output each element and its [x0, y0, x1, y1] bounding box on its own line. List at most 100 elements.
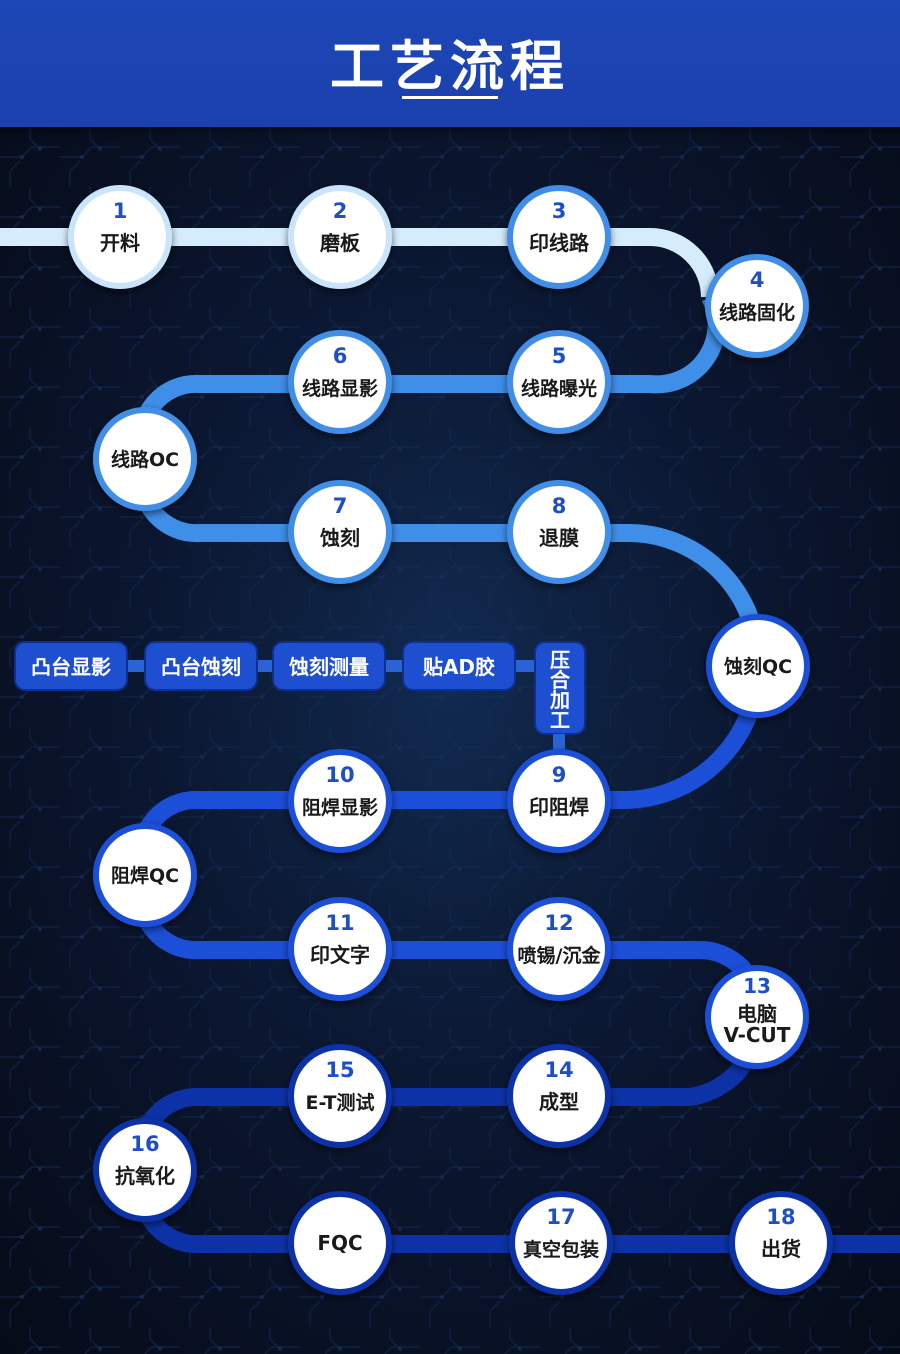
step-circle — [288, 749, 392, 853]
step-s9: 9 印阻焊 — [507, 749, 611, 853]
step-label: 真空包装 — [523, 1238, 599, 1261]
branch-pill-shape — [14, 641, 128, 691]
step-qc1: 线路OC — [93, 407, 197, 511]
branch-vertical-label: 压合加工 — [549, 648, 571, 732]
step-circle — [507, 185, 611, 289]
step-s2: 2 磨板 — [288, 185, 392, 289]
step-s13: 13 电脑V-CUT — [705, 965, 809, 1069]
step-circle — [288, 185, 392, 289]
step-qc2: 蚀刻QC — [706, 614, 810, 718]
step-number: 3 — [552, 199, 567, 223]
step-label: 线路曝光 — [521, 377, 597, 400]
side-branch: 凸台显影 凸台蚀刻 蚀刻测量 贴AD胶 压合加工 — [14, 641, 586, 758]
step-label: 开料 — [100, 231, 140, 255]
step-circle — [93, 823, 197, 927]
lane-row-1 — [0, 228, 719, 298]
step-s8: 8 退膜 — [507, 480, 611, 584]
step-circle — [507, 897, 611, 1001]
step-s6: 6 线路显影 — [288, 330, 392, 434]
branch-pill-label: 蚀刻测量 — [288, 655, 369, 679]
step-label: 磨板 — [320, 231, 361, 255]
step-circle — [288, 480, 392, 584]
step-number: 6 — [333, 344, 348, 368]
step-number: 11 — [325, 911, 354, 935]
branch-pill: 蚀刻测量 — [272, 641, 386, 691]
page-header: 工艺流程 — [0, 0, 900, 127]
step-label: E-T测试 — [305, 1092, 374, 1114]
step-s12: 12 喷锡/沉金 — [507, 897, 611, 1001]
step-label: 出货 — [761, 1237, 801, 1261]
step-s17: 17 真空包装 — [509, 1191, 613, 1295]
step-number: 14 — [544, 1058, 573, 1082]
step-circle — [93, 407, 197, 511]
step-s16: 16 抗氧化 — [93, 1118, 197, 1222]
step-label: 印线路 — [529, 231, 590, 255]
step-label: 线路显影 — [302, 377, 378, 400]
branch-pill-shape — [144, 641, 258, 691]
step-label: 蚀刻 — [319, 526, 360, 550]
step-label: 阻焊显影 — [302, 796, 378, 819]
step-label: 抗氧化 — [115, 1164, 175, 1188]
step-s7: 7蚀刻 — [288, 480, 392, 584]
branch-pill: 贴AD胶 — [402, 641, 516, 691]
step-circle — [68, 185, 172, 289]
step-s3: 3 印线路 — [507, 185, 611, 289]
branch-pill: 凸台蚀刻 — [144, 641, 258, 691]
step-circle — [507, 330, 611, 434]
step-label: 线路固化 — [719, 301, 795, 324]
step-circle — [705, 965, 809, 1069]
branch-pill-shape — [402, 641, 516, 691]
step-label: 阻焊QC — [111, 864, 179, 887]
step-circle — [288, 1191, 392, 1295]
step-circle — [288, 1044, 392, 1148]
step-number: 12 — [544, 911, 573, 935]
step-label: 线路OC — [111, 448, 179, 471]
step-number: 5 — [552, 344, 567, 368]
step-circle — [507, 480, 611, 584]
step-label: FQC — [317, 1231, 362, 1255]
step-circle — [706, 614, 810, 718]
step-fqc: FQC — [288, 1191, 392, 1295]
step-circle — [509, 1191, 613, 1295]
step-s4: 4 线路固化 — [705, 254, 809, 358]
step-label: 印阻焊 — [529, 795, 589, 819]
flow-canvas: 凸台显影 凸台蚀刻 蚀刻测量 贴AD胶 压合加工 1 开料 2 磨板 3 印线路 4 线路固化 5 线路曝… — [0, 127, 900, 1354]
step-number: 15 — [325, 1058, 354, 1082]
step-label: 喷锡/沉金 — [518, 944, 602, 967]
step-number: 1 — [113, 199, 128, 223]
branch-pill-shape — [272, 641, 386, 691]
page-title: 工艺流程 — [330, 35, 570, 98]
step-label: 退膜 — [539, 526, 579, 550]
step-number: 10 — [325, 763, 354, 787]
step-label: V-CUT — [724, 1023, 791, 1047]
step-number: 17 — [546, 1205, 575, 1229]
step-circle — [729, 1191, 833, 1295]
step-number: 13 — [743, 974, 771, 998]
step-label: 电脑 — [737, 1002, 777, 1026]
step-circle — [288, 897, 392, 1001]
step-number: 16 — [130, 1132, 159, 1156]
step-s15: 15E-T测试 — [288, 1044, 392, 1148]
step-circle — [507, 749, 611, 853]
step-number: 18 — [766, 1205, 795, 1229]
step-label: 成型 — [539, 1090, 579, 1114]
process-flow-diagram: 凸台显影 凸台蚀刻 蚀刻测量 贴AD胶 压合加工 1 开料 2 磨板 3 印线路 4 线路固化 5 线路曝… — [0, 127, 900, 1354]
step-circle — [705, 254, 809, 358]
step-s18: 18 出货 — [729, 1191, 833, 1295]
branch-pill-label: 贴AD胶 — [423, 655, 495, 679]
step-label: 印文字 — [310, 943, 370, 967]
step-number: 9 — [552, 763, 567, 787]
branch-vertical-pill: 压合加工 — [534, 641, 586, 758]
branch-pill-label: 凸台蚀刻 — [161, 655, 241, 679]
step-number: 4 — [750, 268, 765, 292]
step-s1: 1 开料 — [68, 185, 172, 289]
step-number: 2 — [333, 199, 348, 223]
step-s11: 11 印文字 — [288, 897, 392, 1001]
step-number: 8 — [552, 494, 567, 518]
step-qc3: 阻焊QC — [93, 823, 197, 927]
step-circle — [507, 1044, 611, 1148]
step-s14: 14 成型 — [507, 1044, 611, 1148]
step-label: 蚀刻QC — [723, 655, 792, 678]
branch-pill: 凸台显影 — [14, 641, 128, 691]
